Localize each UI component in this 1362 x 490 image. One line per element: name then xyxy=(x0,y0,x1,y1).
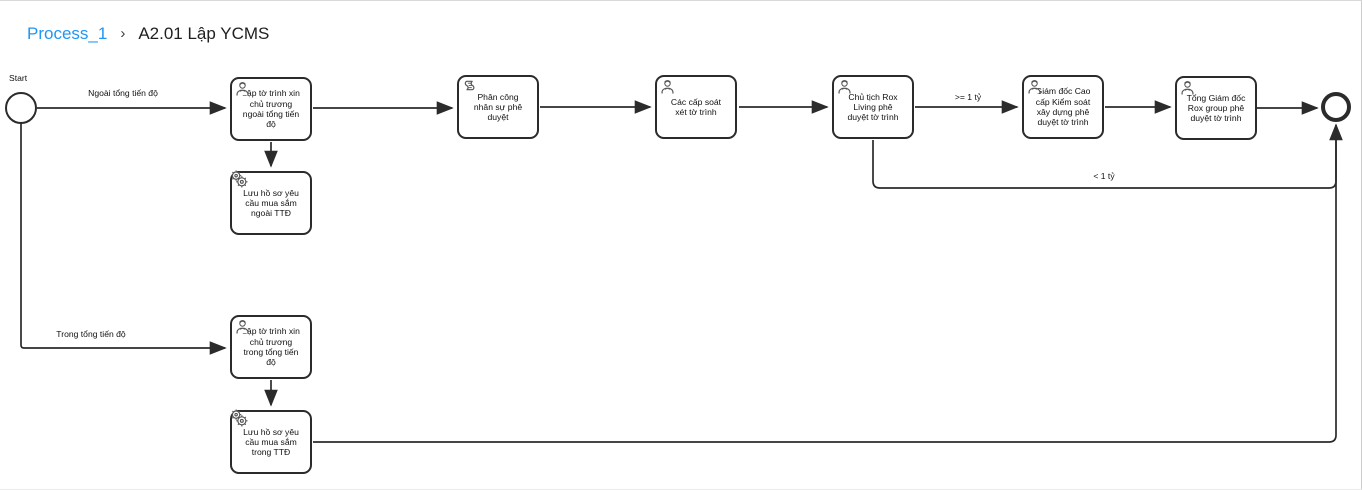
task-tong-giam-doc-rox[interactable]: Tổng Giám đốc Rox group phê duyệt tờ trì… xyxy=(1175,76,1257,140)
task-giam-doc-cao-cap[interactable]: Giám đốc Cao cấp Kiểm soát xây dựng phê … xyxy=(1022,75,1104,139)
task-label: Lưu hồ sơ yêu cầu mua sắm trong TTĐ xyxy=(243,426,299,458)
flow-label-gte-1-ty[interactable]: >= 1 tỷ xyxy=(954,92,982,102)
task-label: Giám đốc Cao cấp Kiểm soát xây dựng phê … xyxy=(1035,86,1091,128)
task-lap-to-trinh-ngoai-ttd[interactable]: Lập tờ trình xin chủ trương ngoài tổng t… xyxy=(230,77,312,141)
task-luu-ho-so-trong-ttd[interactable]: Lưu hồ sơ yêu cầu mua sắm trong TTĐ xyxy=(230,410,312,474)
flow-start-to-trong[interactable] xyxy=(20,123,227,355)
service-task-icon xyxy=(228,168,249,189)
task-label: Chủ tịch Rox Living phê duyệt tờ trình xyxy=(847,91,899,123)
user-task-icon xyxy=(1027,79,1042,94)
task-phan-cong-nhan-su[interactable]: Phân công nhân sự phê duyệt xyxy=(457,75,539,139)
task-lap-to-trinh-trong-ttd[interactable]: Lập tờ trình xin chủ trương trong tổng t… xyxy=(230,315,312,379)
start-event[interactable] xyxy=(5,92,37,124)
end-event[interactable] xyxy=(1321,92,1351,122)
user-task-icon xyxy=(1180,80,1195,95)
flow-label-lt-1-ty[interactable]: < 1 tỷ xyxy=(1093,171,1115,181)
service-task-icon xyxy=(228,407,249,428)
user-task-icon xyxy=(660,79,675,94)
breadcrumb-process-link[interactable]: Process_1 xyxy=(27,24,108,43)
script-task-icon xyxy=(462,79,477,94)
flow-luu-trong-to-end[interactable] xyxy=(313,127,1337,443)
breadcrumb-chevron-icon: › xyxy=(120,25,126,42)
task-label: Lập tờ trình xin chủ trương trong tổng t… xyxy=(242,326,300,368)
flow-label-ngoai-tong-tien-do[interactable]: Ngoài tổng tiến độ xyxy=(88,88,158,98)
flow-label-trong-tong-tien-do[interactable]: Trong tổng tiến độ xyxy=(56,329,126,339)
start-event-label: Start xyxy=(9,73,28,83)
user-task-icon xyxy=(235,81,250,96)
task-label: Lập tờ trình xin chủ trương ngoài tổng t… xyxy=(242,88,300,130)
user-task-icon xyxy=(235,319,250,334)
task-label: Lưu hồ sơ yêu cầu mua sắm ngoài TTĐ xyxy=(243,187,299,219)
task-label: Các cấp soát xét tờ trình xyxy=(670,96,722,117)
user-task-icon xyxy=(837,79,852,94)
task-luu-ho-so-ngoai-ttd[interactable]: Lưu hồ sơ yêu cầu mua sắm ngoài TTĐ xyxy=(230,171,312,235)
breadcrumb: Process_1 › A2.01 Lập YCMS xyxy=(27,24,269,44)
task-cac-cap-soat-xet[interactable]: Các cấp soát xét tờ trình xyxy=(655,75,737,139)
page-title: A2.01 Lập YCMS xyxy=(138,24,270,43)
task-label: Phân công nhân sự phê duyệt xyxy=(473,91,523,123)
task-label: Tổng Giám đốc Rox group phê duyệt tờ trì… xyxy=(1186,92,1246,124)
task-chu-tich-rox-living[interactable]: Chủ tịch Rox Living phê duyệt tờ trình xyxy=(832,75,914,139)
